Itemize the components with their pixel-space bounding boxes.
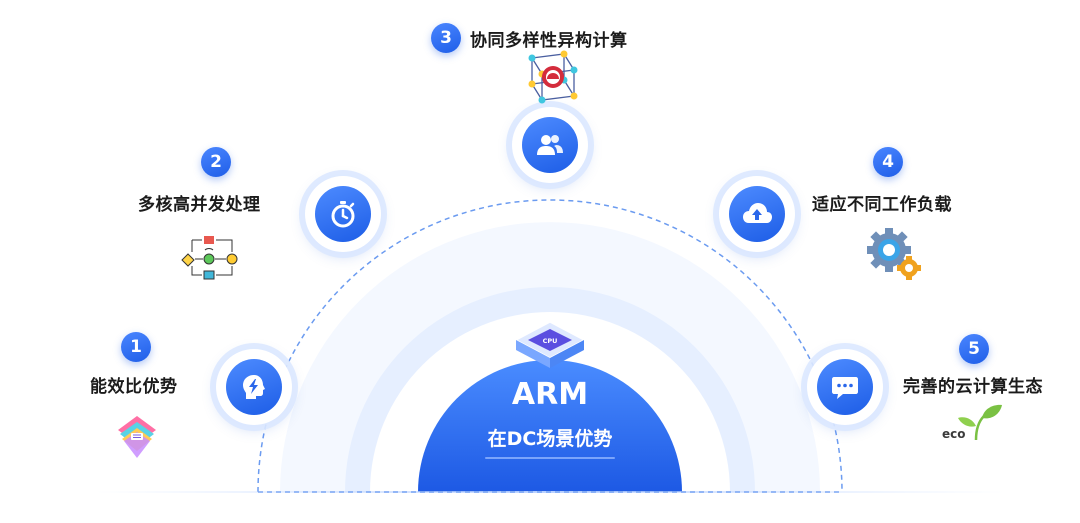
item-4-label: 适应不同工作负载 xyxy=(812,195,952,215)
cloud-upload-icon xyxy=(743,203,772,223)
lightning-head-icon xyxy=(243,375,265,399)
center-title: ARM xyxy=(511,377,589,412)
item-2-label: 多核高并发处理 xyxy=(138,195,261,215)
item-3-label: 协同多样性异构计算 xyxy=(470,31,628,51)
item-1-number: 1 xyxy=(121,332,151,362)
gears-icon xyxy=(867,228,921,280)
item-2-node xyxy=(305,176,381,252)
item-3-node xyxy=(512,107,588,183)
item-5-node xyxy=(807,349,883,425)
item-3-number: 3 xyxy=(431,23,461,53)
subtitle-underline xyxy=(485,457,615,459)
eco-text: eco xyxy=(942,427,966,441)
item-4-node xyxy=(719,176,795,252)
item-1-label: 能效比优势 xyxy=(90,377,178,397)
stopwatch-icon xyxy=(331,201,355,228)
item-1-node xyxy=(216,349,292,425)
center-subtitle: 在DC场景优势 xyxy=(487,428,613,450)
item-5-label: 完善的云计算生态 xyxy=(903,377,1043,397)
process-flow-icon xyxy=(181,236,238,280)
cpu-chip-icon: CPU xyxy=(514,321,586,368)
item-2-number: 2 xyxy=(201,147,231,177)
center-dome xyxy=(418,360,682,492)
cpu-chip-label: CPU xyxy=(543,337,558,345)
item-5-number: 5 xyxy=(959,334,989,364)
item-4-number: 4 xyxy=(873,147,903,177)
users-icon xyxy=(537,135,563,155)
network-cube-icon xyxy=(528,50,578,104)
chat-bubble-icon xyxy=(832,377,858,399)
layers-diamond-icon xyxy=(118,416,156,458)
eco-sprout-icon: eco xyxy=(942,404,1002,441)
